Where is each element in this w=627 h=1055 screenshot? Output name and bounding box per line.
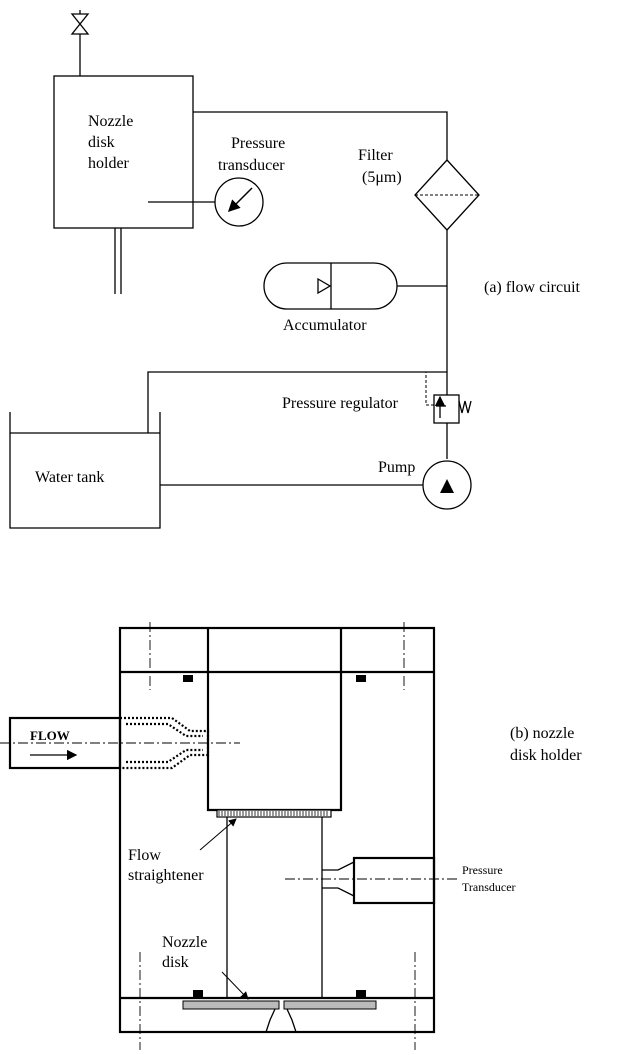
vent-valve-icon [70,10,90,76]
inlet-passage [120,716,210,770]
nozzle-disk-left [182,1000,280,1010]
nozzle-disk-label-1: Nozzle [162,934,207,951]
nozzle-disk-right [283,1000,377,1010]
holder-pressure-transducer-label-2: Transducer [462,880,516,894]
flow-straightener [216,809,332,818]
pump-icon [422,460,472,510]
filter-label-1: Filter [358,147,393,164]
pressure-transducer-label-1: Pressure [231,135,285,152]
nozzle-disk-leader [221,971,249,1000]
o-ring-top-left [183,675,193,682]
inner-cylinder [206,628,343,812]
nozzle-holder-label-3: holder [88,155,130,172]
holder-caption-1: (b) nozzle [510,725,574,742]
flow-label: FLOW [30,728,70,743]
o-ring-bottom-right [356,990,366,997]
nozzle-holder-label-1: Nozzle [88,113,133,130]
o-ring-bottom-left [193,990,203,997]
flow-straightener-hatch [218,811,328,816]
holder-pressure-transducer-label-1: Pressure [462,863,503,877]
accumulator-triangle-icon [317,277,332,295]
nozzle-holder-diagram: FLOW Pressure Transducer Flow straighten… [0,622,582,1050]
return-line [147,371,447,433]
flow-circuit-caption: (a) flow circuit [484,279,581,296]
water-tank-icon [9,412,161,529]
accumulator-icon [263,262,398,310]
nozzle-disk-holder-box [53,75,194,229]
pressure-regulator-icon [433,394,460,424]
nozzle-holder-label-2: disk [88,134,115,151]
holder-body [118,626,436,1034]
nozzle-outlet [265,1008,297,1033]
pressure-transducer-label-2: transducer [218,157,285,174]
accumulator-label: Accumulator [283,317,367,334]
o-ring-top-right [356,675,366,682]
holder-caption-2: disk holder [510,747,582,764]
water-tank-label: Water tank [35,469,104,486]
pump-label: Pump [378,459,415,476]
pilot-line [425,372,434,406]
flow-circuit-diagram: Nozzle disk holder Pressure transducer F… [9,10,581,529]
pressure-gauge-icon [214,177,264,227]
transducer-passage [322,861,355,897]
nozzle-disk-label-2: disk [162,954,189,971]
flow-straightener-label-2: straightener [128,867,204,884]
regulator-spring-icon [458,400,472,414]
filter-label-2: (5μm) [362,169,402,186]
supply-line-top [193,111,448,160]
flow-straightener-label-1: Flow [128,847,161,864]
pressure-transducer-port [352,856,436,905]
pressure-regulator-label: Pressure regulator [282,395,399,412]
gauge-needle [227,187,253,213]
pump-triangle-icon [440,479,454,493]
flow-straightener-leader [199,818,237,851]
